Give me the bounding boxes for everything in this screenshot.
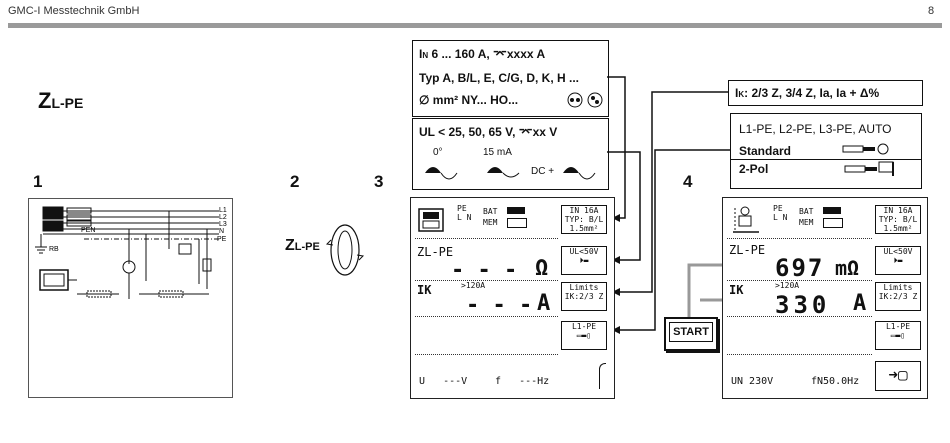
nominal-current-box: IN 6 ... 160 A, ⌤xxxx A Typ A, B/L, E, C… [412,40,609,117]
phase-modes-line: L1-PE, L2-PE, L3-PE, AUTO [739,122,892,136]
page-title: ZL-PE [38,88,84,113]
short-circuit-line: IK: 2/3 Z, 3/4 Z, Ia, Ia + Δ% [735,86,880,100]
zlpe-unit: Ω [535,256,549,281]
step-4-number: 4 [683,172,693,191]
ik-value: - - - [466,293,533,318]
wave-label-15ma: 15 mA [483,147,512,158]
start-button[interactable]: START [664,317,718,351]
ik-unit: A [537,291,551,316]
ik-value: 330 [775,291,831,319]
memory-label: MEM [799,218,814,227]
ik-unit: A [853,291,867,316]
label-l2: L2 [219,214,227,221]
memory-icon [507,218,527,228]
frequency-readout: f ---Hz [495,376,550,387]
label-pen: PEN [81,227,95,234]
battery-label: BAT [799,207,814,216]
frequency-readout: fN50.0Hz [811,376,860,387]
label-l3: L3 [219,221,227,228]
header-rule [8,23,942,28]
rotary-label: ZL-PE [285,237,320,254]
ik-label: IK [417,283,432,297]
waveform-icons [425,167,596,180]
save-icon[interactable]: ➜▢ [875,361,921,391]
instrument-icon [418,208,444,232]
zlpe-value: 697 [775,254,825,282]
softkey-mode[interactable]: L1-PE▭▬▯ [875,321,921,350]
probe-icons [842,143,894,176]
nominal-current-line: IN 6 ... 160 A, ⌤xxxx A [419,47,546,61]
zlpe-value: - - - [451,258,518,283]
fuse-type-line: Typ A, B/L, E, C/G, D, K, H ... [419,71,580,85]
touch-voltage-line: UL < 25, 50, 65 V, ⌤xx V [419,125,558,139]
label-l1: L1 [219,207,227,214]
battery-label: BAT [483,207,498,216]
softkey-touch-voltage[interactable]: UL<50V⏵▬ [561,246,607,275]
memory-icon [823,218,843,228]
operator-icon [733,206,759,233]
cable-line: ∅ mm² NY... HO... [419,93,519,107]
zlpe-unit: mΩ [835,256,860,280]
step-1-number: 1 [33,172,43,191]
label-n: N [219,228,224,235]
mode-box: L1-PE, L2-PE, L3-PE, AUTO Standard 2-Pol [730,113,922,189]
ik-label: IK [729,283,744,297]
zlpe-label: ZL-PE [729,243,766,257]
company-name: GMC-I Messtechnik GmbH [8,5,140,17]
softkey-touch-voltage[interactable]: UL<50V⏵▬ [875,246,921,275]
label-rb: RB [49,246,59,253]
circuit-drawing: L1 L2 L3 N PE PEN RB [35,206,227,299]
touch-voltage-box: UL < 25, 50, 65 V, ⌤xx V 0° 15 mA DC + [412,118,609,190]
zlpe-label: ZL-PE [417,245,454,259]
page-number: 8 [928,5,935,17]
wave-label-0: 0° [433,147,443,158]
voltage-readout: U ---V [419,376,468,387]
mode-standard: Standard [739,144,792,158]
wave-label-dc: DC + [531,166,555,177]
rotary-switch-icon[interactable] [325,220,365,280]
memory-label: MEM [483,218,498,227]
ik-note: >120A [775,281,800,290]
battery-icon [507,207,525,214]
battery-icon [823,207,841,214]
memory-icons [567,92,603,108]
short-circuit-box: IK: 2/3 Z, 3/4 Z, Ia, Ia + Δ% [728,80,923,106]
label-pe: PE [217,236,227,243]
step-3-number: 3 [374,172,384,191]
softkey-mode[interactable]: L1-PE▭▬▯ [561,321,607,350]
circuit-diagram: L1 L2 L3 N PE PEN RB [28,198,233,398]
mode-2-pole: 2-Pol [739,162,769,176]
step-2-number: 2 [290,172,300,191]
voltage-readout: UN 230V [731,376,774,387]
ik-note: >120A [461,281,486,290]
